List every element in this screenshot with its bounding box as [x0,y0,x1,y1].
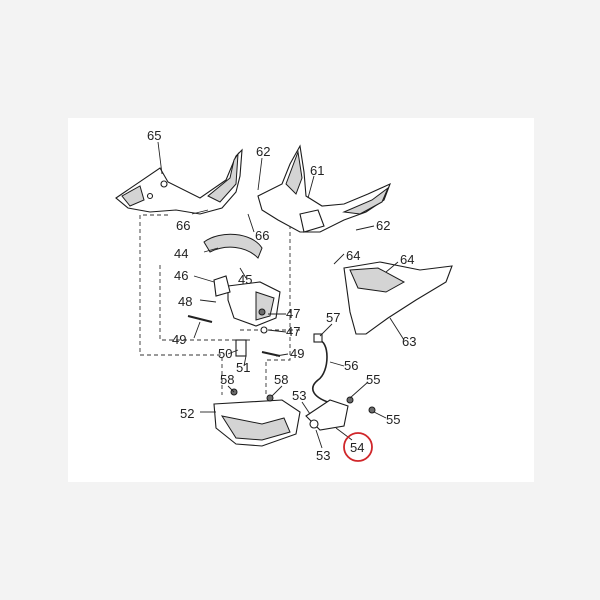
part-44-grip [203,233,263,259]
callout-56: 56 [344,358,358,373]
highlight-circle [343,432,373,462]
callout-66: 66 [176,218,190,233]
callout-51: 51 [236,360,250,375]
callout-53: 53 [292,388,306,403]
callout-58: 58 [220,372,234,387]
callout-48: 48 [178,294,192,309]
part-49-51-pins [187,315,281,357]
callout-57: 57 [326,310,340,325]
part-45-47-bracket [213,275,281,334]
callout-49: 49 [172,332,186,347]
callout-49: 49 [290,346,304,361]
part-63-right-panel [343,261,453,335]
callout-45: 45 [238,272,252,287]
callout-47: 47 [286,324,300,339]
leader-lines [157,141,405,449]
callout-62: 62 [376,218,390,233]
callout-65: 65 [147,128,161,143]
callout-44: 44 [174,246,188,261]
callout-52: 52 [180,406,194,421]
callout-64: 64 [346,248,360,263]
callout-46: 46 [174,268,188,283]
callout-61: 61 [310,163,324,178]
callout-63: 63 [402,334,416,349]
part-56-57-cable [312,333,335,405]
callout-62: 62 [256,144,270,159]
part-61-center-cover [257,144,391,233]
part-52-lower-housing [213,388,301,447]
callout-53: 53 [316,448,330,463]
part-65-left-cover [115,148,243,215]
callout-47: 47 [286,306,300,321]
callout-58: 58 [274,372,288,387]
callout-labels: 65 62 61 66 66 62 44 64 64 45 46 48 47 4… [147,128,416,463]
callout-55: 55 [366,372,380,387]
callout-55: 55 [386,412,400,427]
part-53-55-clamp [305,396,376,431]
callout-64: 64 [400,252,414,267]
callout-66: 66 [255,228,269,243]
callout-50: 50 [218,346,232,361]
callout-54: 54 [350,440,364,455]
